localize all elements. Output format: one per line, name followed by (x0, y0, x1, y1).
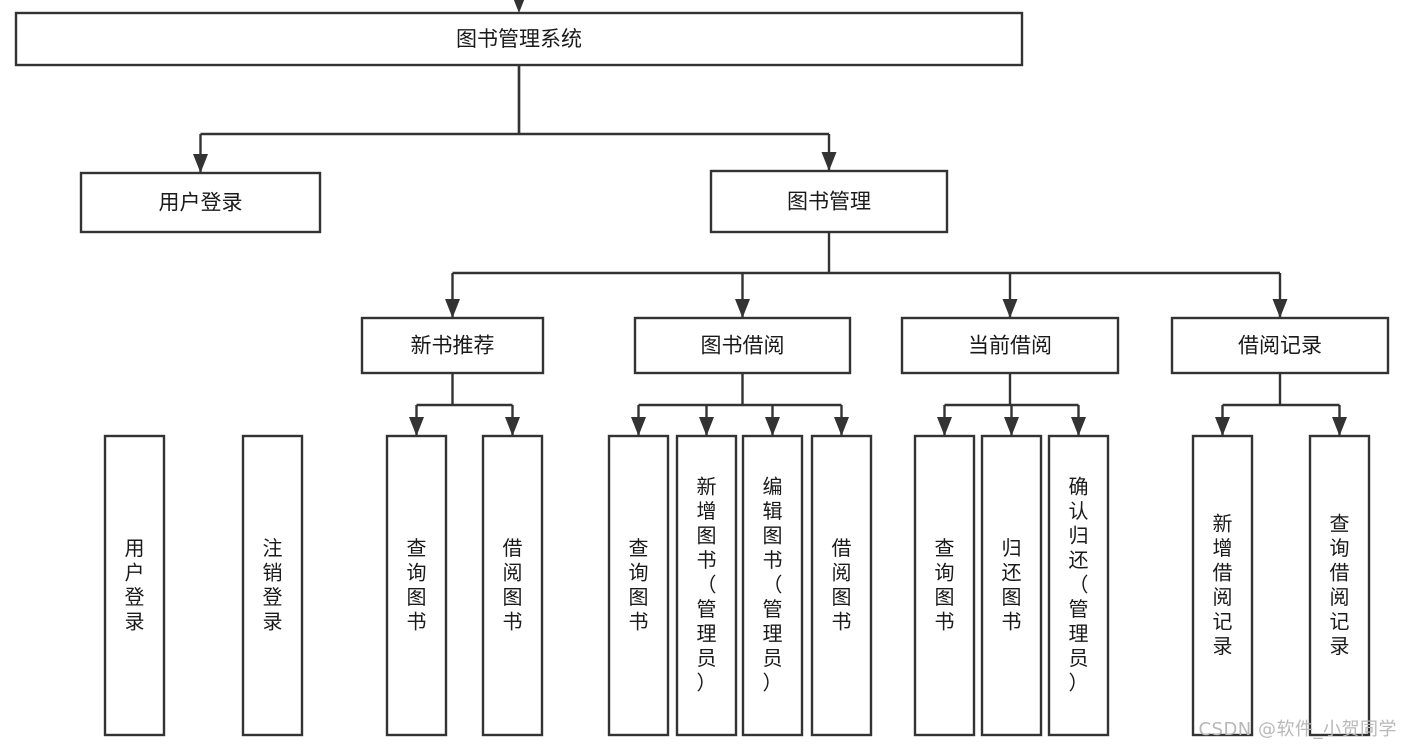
leaf-query-book-recommend-box[interactable] (385, 434, 448, 737)
leaf-query-book-borrow-node[interactable]: 查询图书 (607, 434, 670, 737)
leaf-query-book-current-box[interactable] (913, 434, 976, 737)
current-borrow-box[interactable] (900, 316, 1120, 375)
csdn-watermark: CSDN @软件_小贺同学 (1198, 719, 1397, 740)
node-图书管理系统-box[interactable] (14, 11, 1024, 67)
arrow-head-leaf-add-borrow-record (1215, 417, 1230, 436)
node-图书管理系统-label: 图书管理系统 (456, 27, 582, 51)
leaf-edit-book-admin-node[interactable]: 编辑图书（管理员） (741, 434, 804, 737)
book-borrow-box[interactable] (633, 316, 852, 375)
arrow-head-borrow-record (1272, 299, 1288, 318)
arrow-head-leaf-borrow-book (834, 417, 849, 436)
current-borrow-label: 当前借阅 (968, 334, 1052, 358)
user-login-box[interactable] (79, 171, 322, 234)
leaf-edit-book-admin-label: 编辑图书（管理员） (763, 474, 783, 694)
arrow-head-book-borrow (735, 299, 750, 318)
arrow-head-leaf-confirm-return-admin (1071, 417, 1086, 436)
leaf-add-book-admin-box[interactable] (675, 434, 738, 737)
book-management-box[interactable] (709, 169, 949, 234)
book-management-label: 图书管理 (787, 190, 871, 214)
borrow-record-label: 借阅记录 (1238, 334, 1322, 358)
node-图书管理系统-node[interactable]: 图书管理系统 (14, 11, 1024, 67)
leaf-query-borrow-record-box[interactable] (1308, 434, 1371, 737)
leaf-query-borrow-record-label: 查询借阅记录 (1330, 511, 1350, 658)
leaf-add-book-admin-label: 新增图书（管理员） (697, 474, 717, 694)
leaf-confirm-return-admin-box[interactable] (1047, 434, 1110, 737)
leaf-add-borrow-record-node[interactable]: 新增借阅记录 (1191, 434, 1254, 737)
arrow-head-user-login (193, 154, 208, 173)
leaf-query-book-borrow-label: 查询图书 (629, 535, 649, 633)
leaf-logout-login-node[interactable]: 注销登录 (241, 434, 304, 737)
arrow-head-leaf-query-book-borrow (631, 417, 646, 436)
leaf-return-book-node[interactable]: 归还图书 (980, 434, 1043, 737)
leaf-user-login-node[interactable]: 用户登录 (103, 434, 166, 737)
arrow-head-leaf-query-book-current (937, 417, 952, 436)
new-book-recommend-label: 新书推荐 (411, 334, 495, 358)
book-management-node[interactable]: 图书管理 (709, 169, 949, 234)
book-borrow-label: 图书借阅 (701, 334, 785, 358)
leaf-borrow-book-recommend-box[interactable] (481, 434, 544, 737)
leaf-query-borrow-record-node[interactable]: 查询借阅记录 (1308, 434, 1371, 737)
leaf-query-book-current-label: 查询图书 (935, 535, 955, 633)
leaf-query-book-current-node[interactable]: 查询图书 (913, 434, 976, 737)
arrow-head-leaf-borrow-book-recommend (505, 417, 520, 436)
leaf-add-borrow-record-box[interactable] (1191, 434, 1254, 737)
leaf-logout-login-label: 注销登录 (263, 535, 283, 633)
nodes-layer: 图书管理系统用户登录图书管理新书推荐图书借阅当前借阅借阅记录用户登录注销登录查询… (14, 11, 1390, 737)
leaf-confirm-return-admin-label: 确认归还（管理员） (1069, 474, 1089, 694)
leaf-borrow-book-label: 借阅图书 (832, 535, 852, 633)
arrow-head-leaf-edit-book-admin (765, 417, 780, 436)
borrow-record-node[interactable]: 借阅记录 (1170, 316, 1390, 375)
arrow-head-book-management (821, 152, 837, 171)
new-book-recommend-node[interactable]: 新书推荐 (360, 316, 545, 375)
borrow-record-box[interactable] (1170, 316, 1390, 375)
leaf-borrow-book-node[interactable]: 借阅图书 (810, 434, 873, 737)
leaf-return-book-label: 归还图书 (1002, 535, 1022, 633)
arrow-head-current-borrow (1002, 299, 1018, 318)
leaf-query-book-recommend-node[interactable]: 查询图书 (385, 434, 448, 737)
leaf-return-book-box[interactable] (980, 434, 1043, 737)
connectors-layer (193, 0, 1347, 436)
book-borrow-node[interactable]: 图书借阅 (633, 316, 852, 375)
user-login-label: 用户登录 (159, 191, 243, 215)
leaf-user-login-label: 用户登录 (125, 535, 145, 633)
leaf-add-borrow-record-label: 新增借阅记录 (1213, 511, 1233, 658)
leaf-query-book-recommend-label: 查询图书 (407, 535, 427, 633)
leaf-borrow-book-box[interactable] (810, 434, 873, 737)
arrow-head-new-book-recommend (445, 299, 460, 318)
new-book-recommend-box[interactable] (360, 316, 545, 375)
current-borrow-node[interactable]: 当前借阅 (900, 316, 1120, 375)
leaf-confirm-return-admin-node[interactable]: 确认归还（管理员） (1047, 434, 1110, 737)
leaf-query-book-borrow-box[interactable] (607, 434, 670, 737)
leaf-borrow-book-recommend-label: 借阅图书 (503, 535, 523, 633)
arrow-head-leaf-query-borrow-record (1332, 417, 1347, 436)
user-login-node[interactable]: 用户登录 (79, 171, 322, 234)
arrow-head-leaf-add-book-admin (699, 417, 714, 436)
arrow-head-node-图书管理系统 (513, 0, 525, 13)
leaf-add-book-admin-node[interactable]: 新增图书（管理员） (675, 434, 738, 737)
leaf-borrow-book-recommend-node[interactable]: 借阅图书 (481, 434, 544, 737)
arrow-head-leaf-query-book-recommend (409, 417, 424, 436)
leaf-edit-book-admin-box[interactable] (741, 434, 804, 737)
leaf-logout-login-box[interactable] (241, 434, 304, 737)
arrow-head-leaf-return-book (1004, 417, 1019, 436)
leaf-user-login-box[interactable] (103, 434, 166, 737)
